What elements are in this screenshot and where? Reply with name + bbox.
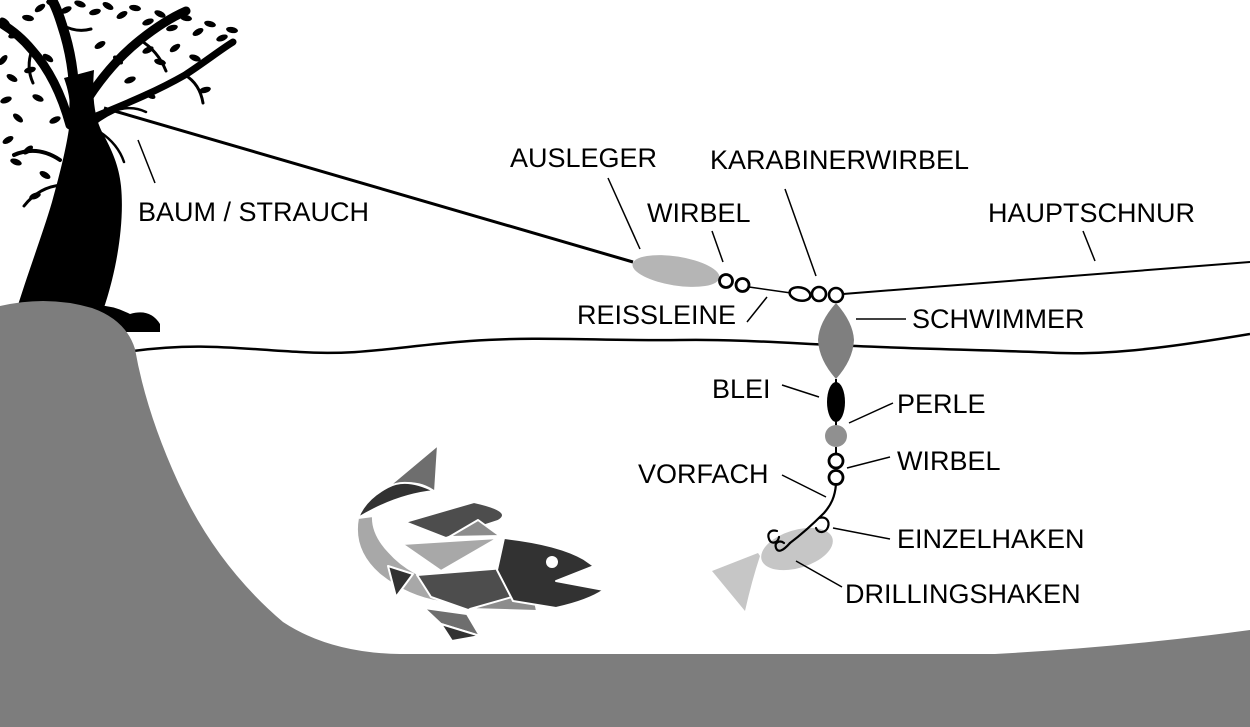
leader-perle bbox=[848, 402, 894, 424]
fish-left-dark-panel bbox=[387, 565, 414, 598]
fish-top-mid-panel bbox=[448, 519, 501, 538]
fish-tail-sickle bbox=[357, 481, 435, 519]
treble-hook-prong-1 bbox=[774, 540, 792, 552]
fish-back-sweep bbox=[404, 501, 504, 539]
karabiner-swivel bbox=[788, 285, 845, 304]
label-ausleger: AUSLEGER bbox=[510, 143, 658, 173]
polygon-fish bbox=[355, 444, 605, 642]
leader-baum bbox=[137, 139, 156, 184]
rip-line bbox=[748, 286, 792, 294]
ausleger-float bbox=[632, 255, 720, 287]
label-einzelhaken: EINZELHAKEN bbox=[897, 524, 1085, 554]
label-drillingshaken: DRILLINGSHAKEN bbox=[845, 579, 1081, 609]
label-wirbel-top: WIRBEL bbox=[647, 198, 751, 228]
bait-fish bbox=[712, 527, 833, 611]
leader-einzelhaken bbox=[832, 527, 891, 540]
label-blei: BLEI bbox=[712, 374, 771, 404]
label-wirbel-bottom: WIRBEL bbox=[897, 446, 1001, 476]
label-baum-strauch: BAUM / STRAUCH bbox=[138, 197, 370, 227]
water-surface-line bbox=[132, 332, 1250, 355]
fish-head bbox=[496, 537, 605, 609]
shore-and-lakebed bbox=[0, 300, 1250, 727]
label-hauptschnur: HAUPTSCHNUR bbox=[988, 198, 1196, 228]
tree-leaves bbox=[0, 0, 238, 200]
vorfach-line bbox=[788, 482, 838, 545]
tree-tether-line bbox=[103, 106, 634, 264]
leader-karabinerwirbel bbox=[784, 188, 817, 277]
leader-reissleine bbox=[746, 296, 768, 323]
vorfach-and-hooks bbox=[767, 482, 838, 552]
leader-drillingshaken bbox=[795, 560, 843, 588]
leader-wirbel-top bbox=[711, 230, 724, 263]
label-schwimmer: SCHWIMMER bbox=[912, 304, 1085, 334]
fish-eye bbox=[546, 556, 558, 568]
schwimmer-float bbox=[818, 303, 854, 379]
label-karabinerwirbel: KARABINERWIRBEL bbox=[710, 145, 970, 175]
leader-wirbel-bottom bbox=[846, 456, 891, 469]
leader-blei bbox=[781, 384, 820, 398]
leader-ausleger bbox=[607, 177, 641, 250]
blei-weight bbox=[827, 382, 845, 422]
leader-lines bbox=[137, 139, 1096, 588]
single-hook bbox=[814, 516, 830, 534]
label-reissleine: REISSLEINE bbox=[577, 300, 737, 330]
fish-pelvic-fin-dark bbox=[440, 623, 481, 642]
label-vorfach: VORFACH bbox=[638, 459, 769, 489]
tree-silhouette bbox=[0, 0, 238, 332]
leader-hauptschnur bbox=[1082, 230, 1096, 262]
main-line bbox=[842, 261, 1250, 295]
treble-hook-prong-2 bbox=[767, 529, 781, 544]
swivel-bottom bbox=[827, 452, 845, 486]
leader-vorfach bbox=[781, 474, 827, 498]
fish-mid-light-panel bbox=[401, 537, 499, 572]
swivel-top bbox=[718, 273, 751, 293]
label-perle: PERLE bbox=[897, 389, 986, 419]
perle-bead bbox=[825, 425, 847, 447]
